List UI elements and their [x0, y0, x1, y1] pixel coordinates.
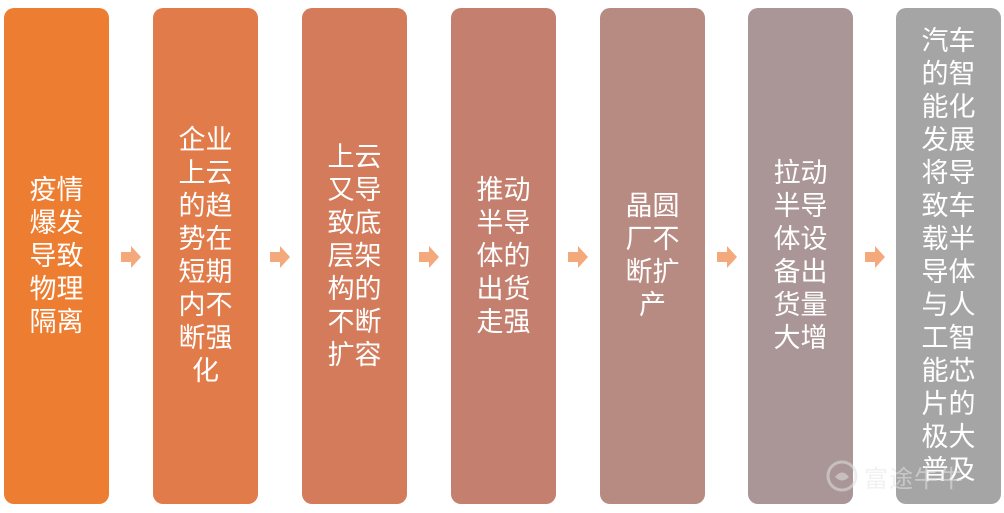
step-text-fab-expansion: 晶圆厂不断扩产	[625, 191, 680, 321]
futu-logo-icon	[826, 460, 858, 492]
step-box-fab-expansion: 晶圆厂不断扩产	[600, 8, 705, 504]
step-box-infrastructure: 上云又导致底层架构的不断扩容	[302, 8, 407, 504]
step-text-auto-intelligence: 汽车的智能化发展将导致车载半导体与人工智能芯片的极大普及	[921, 26, 976, 486]
arrow-right-icon	[270, 246, 290, 268]
step-text-cloud-trend: 企业上云的趋势在短期内不断强化	[178, 125, 233, 387]
arrow-right-icon	[419, 246, 439, 268]
step-box-auto-intelligence: 汽车的智能化发展将导致车载半导体与人工智能芯片的极大普及	[896, 8, 1001, 504]
arrow-right-icon	[717, 246, 737, 268]
step-box-cloud-trend: 企业上云的趋势在短期内不断强化	[153, 8, 258, 504]
watermark-text: 富途牛牛	[864, 464, 964, 493]
watermark: 富途牛牛	[826, 458, 996, 494]
arrow-right-icon	[121, 246, 141, 268]
step-text-semiconductor-shipments: 推动半导体的出货走强	[476, 174, 531, 338]
step-box-semiconductor-shipments: 推动半导体的出货走强	[451, 8, 556, 504]
arrow-right-icon	[568, 246, 588, 268]
step-text-equipment-shipments: 拉动半导体设备出货量大增	[773, 158, 828, 354]
arrow-right-icon	[865, 246, 885, 268]
step-box-epidemic: 疫情爆发导致物理隔离	[4, 8, 109, 504]
step-text-epidemic: 疫情爆发导致物理隔离	[29, 174, 84, 338]
step-box-equipment-shipments: 拉动半导体设备出货量大增	[748, 8, 853, 504]
step-text-infrastructure: 上云又导致底层架构的不断扩容	[327, 141, 382, 371]
